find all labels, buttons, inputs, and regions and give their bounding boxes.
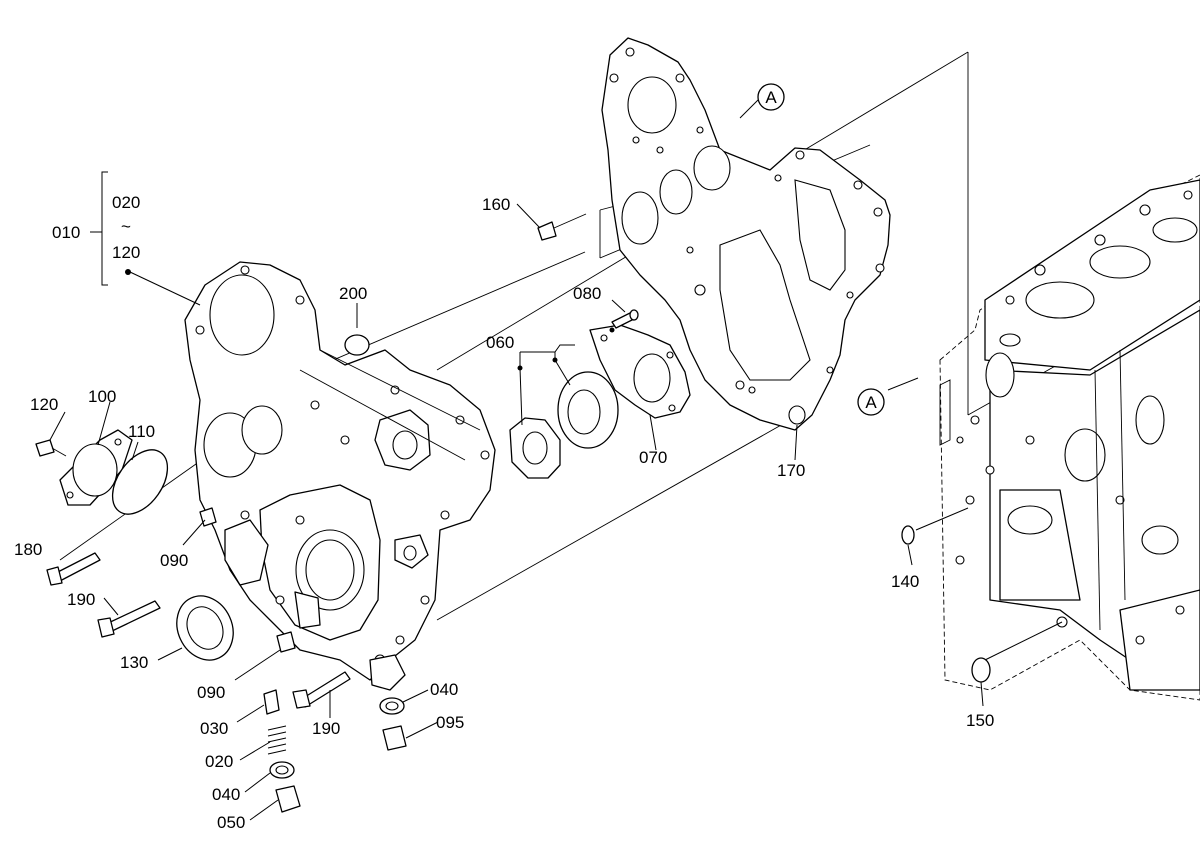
bolt-120	[35, 439, 67, 457]
callout-160: 160	[482, 195, 510, 214]
callout-170: 170	[777, 461, 805, 480]
plug-140	[901, 525, 915, 545]
plug-095	[382, 725, 407, 751]
plug-050	[275, 785, 301, 813]
callout-labels: 010 020 ~ 120 120 100 110 180 090 190 13…	[14, 193, 994, 832]
bolt-190-lower	[292, 671, 351, 709]
bolt-180	[46, 552, 101, 586]
washer-040-right	[379, 697, 405, 715]
bolt-190-left	[97, 600, 161, 638]
callout-060: 060	[486, 333, 514, 352]
callout-050: 050	[217, 813, 245, 832]
leader-lines	[49, 99, 1063, 821]
callout-030: 030	[200, 719, 228, 738]
leader-dot-060b	[552, 357, 558, 363]
ref-marker-a-lower-circle	[857, 388, 885, 416]
o-ring-110	[111, 449, 169, 515]
bolt-160	[537, 213, 587, 241]
callout-110: 110	[128, 422, 155, 441]
ref-marker-a-lower: A	[865, 393, 877, 412]
callout-040-right: 040	[430, 680, 458, 699]
callout-010: 010	[52, 223, 80, 242]
seal-130	[176, 595, 234, 661]
gasket-170	[601, 37, 891, 431]
callout-100: 100	[88, 387, 116, 406]
callout-150: 150	[966, 711, 994, 730]
callout-190-left: 190	[67, 590, 95, 609]
valve-030	[263, 689, 280, 715]
spring-020	[267, 725, 287, 755]
callout-200: 200	[339, 284, 367, 303]
ref-marker-a-upper-circle	[757, 83, 785, 111]
callout-040-lower: 040	[212, 785, 240, 804]
range-symbol: ~	[121, 217, 131, 236]
leader-dot-010	[125, 269, 131, 275]
callout-190-lower: 190	[312, 719, 340, 738]
callout-120: 120	[30, 395, 58, 414]
plug-150	[971, 657, 991, 683]
leader-dot-060a	[517, 365, 523, 371]
washer-040-lower	[269, 761, 295, 779]
callout-095: 095	[436, 713, 464, 732]
oil-pump-cover-070	[589, 324, 691, 419]
callout-090-upper: 090	[160, 551, 188, 570]
leader-dot-070	[609, 327, 615, 333]
gear-case	[184, 261, 496, 691]
bolt-080	[611, 309, 639, 329]
callout-140: 140	[891, 572, 919, 591]
callout-020: 020	[205, 752, 233, 771]
cover-100	[59, 429, 133, 506]
callout-020-range-start: 020	[112, 193, 140, 212]
cap-200	[344, 334, 370, 356]
callout-180: 180	[14, 540, 42, 559]
engine-block	[939, 174, 1200, 701]
callout-120-range-end: 120	[112, 243, 140, 262]
callout-080: 080	[573, 284, 601, 303]
ref-marker-a-upper: A	[765, 88, 777, 107]
plug-090-lower	[276, 631, 296, 653]
callout-130: 130	[120, 653, 148, 672]
callout-090-lower: 090	[197, 683, 225, 702]
callout-070: 070	[639, 448, 667, 467]
oil-pump-rotor-060	[509, 371, 619, 479]
